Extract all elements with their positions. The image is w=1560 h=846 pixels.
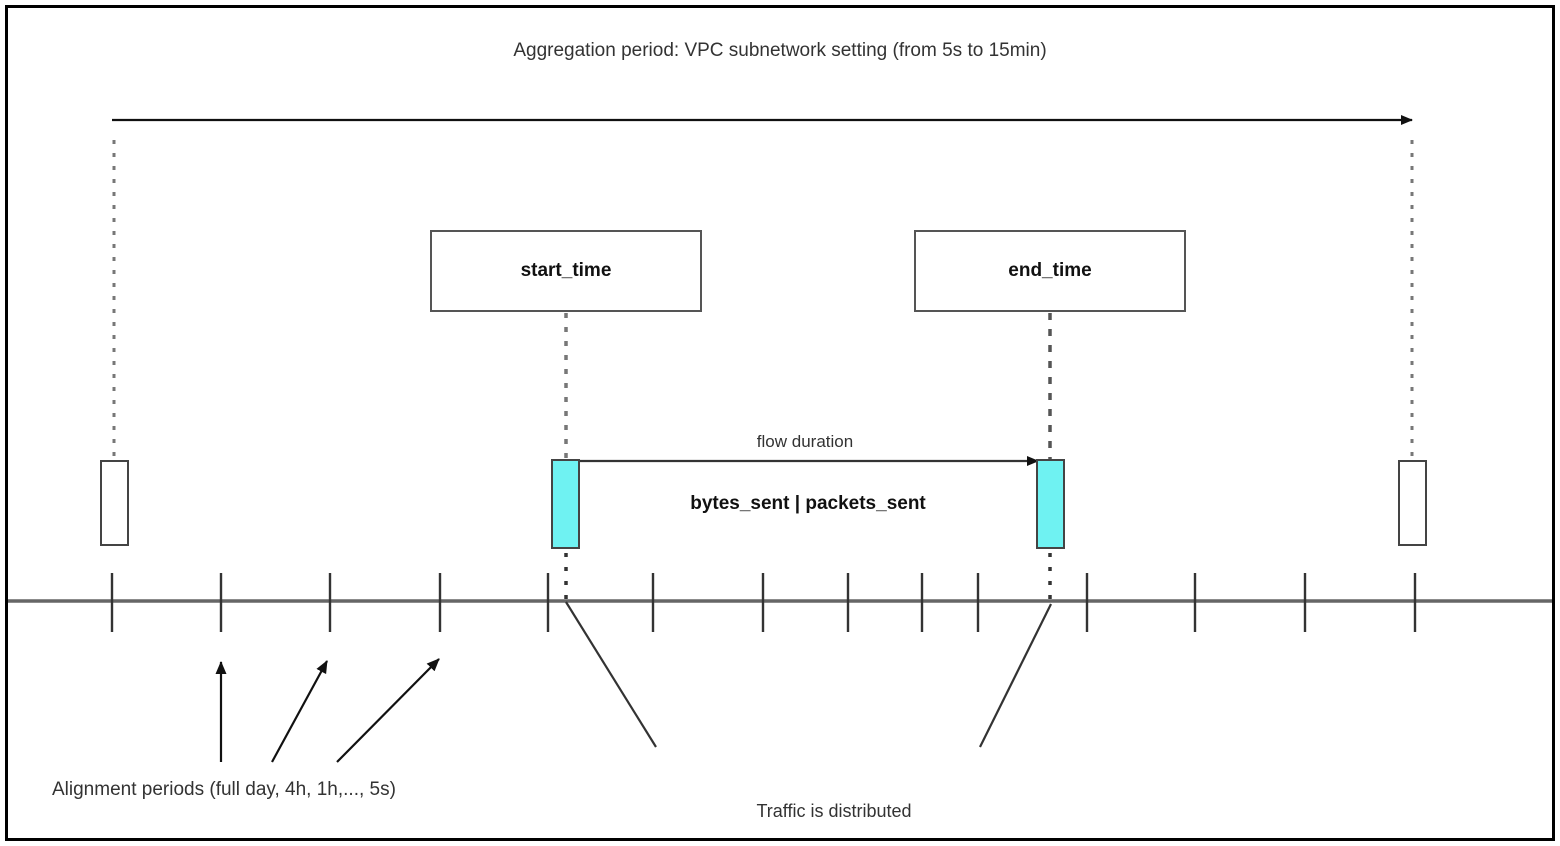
alignment-callout-arrow-3 — [336, 658, 440, 763]
flow-start-marker — [551, 459, 580, 549]
traffic-leader-line-right — [979, 603, 1052, 748]
flow-duration-label: flow duration — [756, 432, 854, 451]
diagram-frame — [5, 5, 1555, 841]
flow-end-marker — [1036, 459, 1065, 549]
metrics-label: bytes_sent | packets_sent — [690, 493, 926, 514]
timeline-ticks — [110, 573, 1417, 632]
start-time-box[interactable]: start_time — [430, 230, 702, 312]
end-time-label: end_time — [1008, 260, 1092, 281]
alignment-periods-label: Alignment periods (full day, 4h, 1h,...,… — [52, 779, 396, 800]
aggregation-start-marker — [100, 460, 129, 546]
end-time-box[interactable]: end_time — [914, 230, 1186, 312]
diagram-title: Aggregation period: VPC subnetwork setti… — [513, 40, 1047, 61]
traffic-leader-line-left — [565, 601, 657, 748]
start-time-label: start_time — [520, 260, 612, 281]
traffic-distribution-caption: Traffic is distributed proportionally am… — [694, 748, 974, 846]
aggregation-end-marker — [1398, 460, 1427, 546]
traffic-caption-line-1: Traffic is distributed — [756, 801, 912, 822]
alignment-callout-arrow-2 — [271, 660, 328, 763]
